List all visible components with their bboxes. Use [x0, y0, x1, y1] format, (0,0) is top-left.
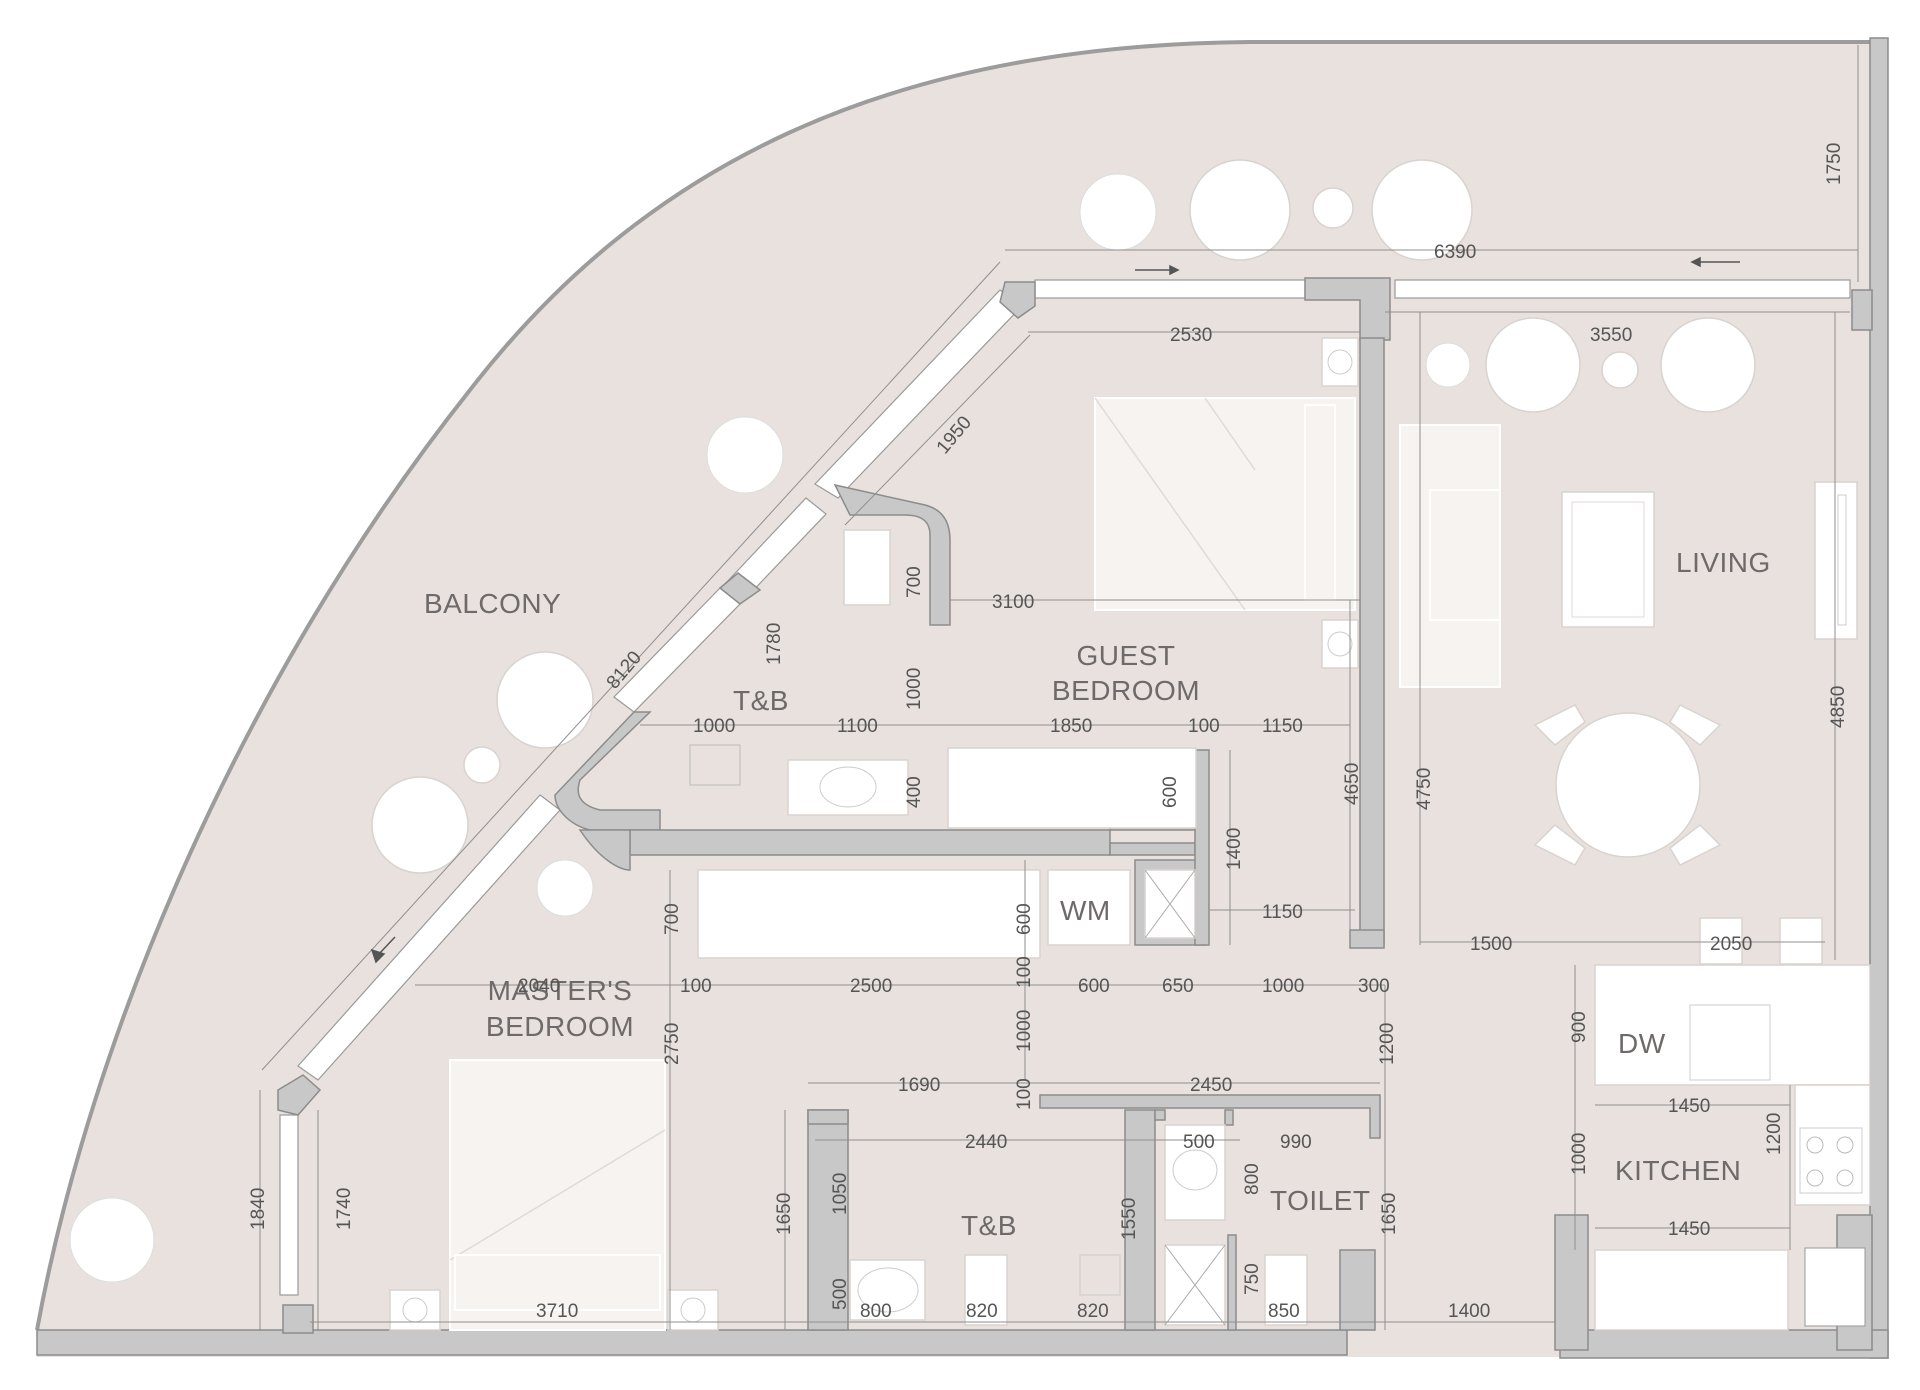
dim-4650: 4650 [1342, 763, 1363, 805]
dim-2750: 2750 [662, 1023, 683, 1065]
dim-850: 850 [1268, 1301, 1300, 1322]
dim-1450b: 1450 [1668, 1219, 1710, 1240]
dim-800b: 800 [860, 1301, 892, 1322]
balcony-rail [35, 40, 1872, 1331]
dim-1450a: 1450 [1668, 1096, 1710, 1117]
label-tb-lower: T&B [961, 1210, 1017, 1241]
label-living: LIVING [1676, 547, 1771, 578]
dim-1000a: 1000 [904, 668, 925, 710]
dim-820b: 820 [1077, 1301, 1109, 1322]
dim-1000b: 1000 [693, 716, 735, 737]
dining-table [1555, 712, 1701, 858]
dim-1690: 1690 [898, 1075, 940, 1096]
dim-1400b: 1400 [1448, 1301, 1490, 1322]
dim-2450: 2450 [1190, 1075, 1232, 1096]
wardrobe-guest [947, 747, 1197, 829]
dim-100a: 100 [1188, 716, 1220, 737]
dim-400: 400 [904, 776, 925, 808]
dim-1000d: 1000 [1014, 1010, 1035, 1052]
dim-3710: 3710 [536, 1301, 578, 1322]
dim-2440: 2440 [965, 1132, 1007, 1153]
dim-800a: 800 [1242, 1163, 1263, 1195]
dim-2530: 2530 [1170, 325, 1212, 346]
dimension-labels: 6390 1750 2530 3550 1950 8120 700 3100 1… [248, 143, 1849, 1322]
dim-600b: 600 [1014, 903, 1035, 935]
armchair [1485, 317, 1581, 413]
dim-2050: 2050 [1710, 934, 1752, 955]
label-kitchen: KITCHEN [1615, 1155, 1741, 1186]
dim-1150b: 1150 [1262, 902, 1303, 923]
wardrobe-master [697, 869, 1041, 959]
dimension-lines [259, 45, 1859, 1330]
dim-6390: 6390 [1434, 242, 1476, 263]
dim-1850: 1850 [1050, 716, 1092, 737]
label-balcony: BALCONY [424, 588, 561, 619]
dim-100b: 100 [680, 976, 712, 997]
dim-1840: 1840 [248, 1188, 269, 1230]
dim-990: 990 [1280, 1132, 1312, 1153]
dim-750: 750 [1242, 1263, 1263, 1295]
furniture [69, 159, 1871, 1331]
dim-1650a: 1650 [774, 1193, 795, 1235]
dim-650: 650 [1162, 976, 1194, 997]
dim-300: 300 [1358, 976, 1390, 997]
label-guest-2: BEDROOM [1052, 675, 1200, 706]
dim-700a: 700 [904, 566, 925, 598]
dim-1650b: 1650 [1379, 1193, 1400, 1235]
dim-3100: 3100 [992, 592, 1034, 613]
nightstand [1321, 337, 1359, 387]
label-dw: DW [1618, 1028, 1666, 1059]
dim-1550: 1550 [1119, 1198, 1140, 1240]
tv-unit [1814, 481, 1858, 640]
dim-1740: 1740 [334, 1188, 355, 1230]
dim-2040: 2040 [518, 976, 560, 997]
label-master-1: MASTER'S [488, 975, 633, 1006]
dim-1200b: 1200 [1764, 1113, 1785, 1155]
dim-1400a: 1400 [1224, 828, 1245, 870]
dim-700b: 700 [662, 903, 683, 935]
dim-1500: 1500 [1470, 934, 1512, 955]
label-master-2: BEDROOM [486, 1011, 634, 1042]
dim-1000c: 1000 [1262, 976, 1304, 997]
dim-600c: 600 [1078, 976, 1110, 997]
dim-100c: 100 [1014, 956, 1035, 988]
facade-glazing [279, 279, 1851, 1296]
label-wm: WM [1060, 895, 1111, 926]
label-tb-upper: T&B [733, 685, 789, 716]
dim-4850: 4850 [1828, 686, 1849, 728]
dim-1750: 1750 [1824, 143, 1845, 185]
dim-100d: 100 [1014, 1078, 1035, 1110]
coffee-table [1561, 491, 1655, 628]
label-toilet: TOILET [1270, 1185, 1371, 1216]
dim-1050: 1050 [830, 1173, 851, 1215]
dim-820a: 820 [966, 1301, 998, 1322]
dim-1200a: 1200 [1377, 1023, 1398, 1065]
dim-1000e: 1000 [1569, 1133, 1590, 1175]
dim-600a: 600 [1160, 776, 1181, 808]
label-guest-1: GUEST [1077, 640, 1176, 671]
dim-1100: 1100 [837, 716, 878, 737]
dim-2500: 2500 [850, 976, 892, 997]
dim-4750: 4750 [1414, 768, 1435, 810]
dim-900: 900 [1569, 1011, 1590, 1043]
dim-500a: 500 [1183, 1132, 1215, 1153]
room-labels: BALCONY LIVING GUEST BEDROOM T&B WM MAST… [424, 547, 1771, 1241]
floor-area [37, 42, 1872, 1357]
dim-500b: 500 [830, 1278, 851, 1310]
exterior-walls [36, 37, 1889, 1359]
dim-1780: 1780 [764, 623, 785, 665]
dim-3550: 3550 [1590, 325, 1632, 346]
sliding-arrows [370, 256, 1740, 964]
dim-1150a: 1150 [1262, 716, 1303, 737]
